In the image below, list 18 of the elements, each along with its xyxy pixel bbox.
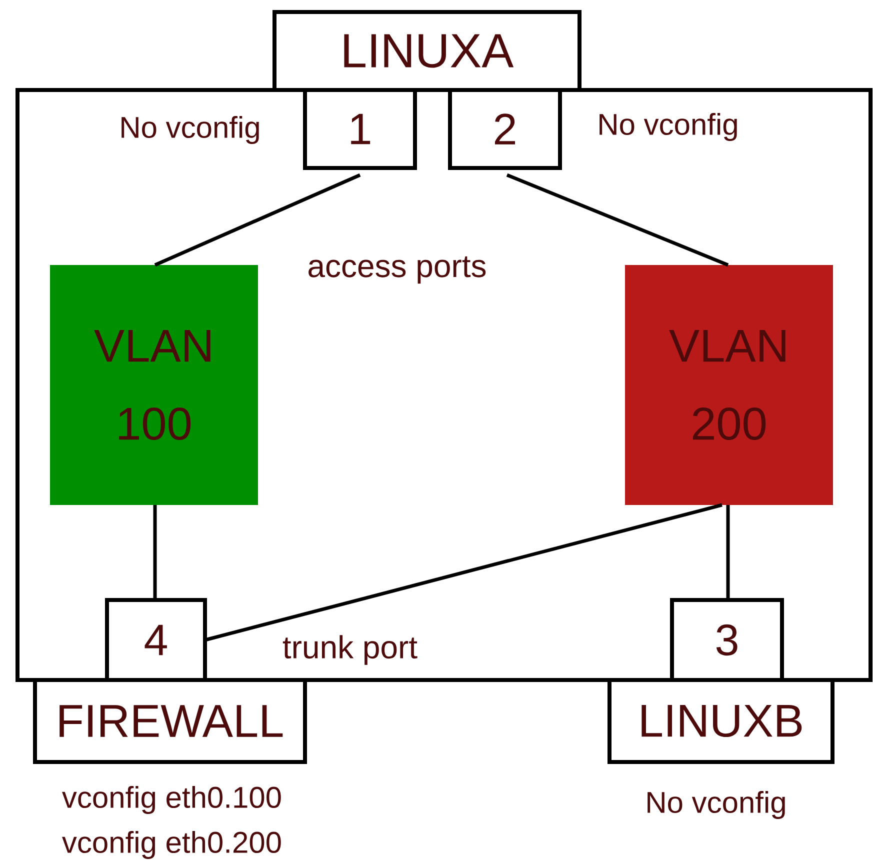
vlan-box: VLAN 100 — [50, 265, 258, 505]
connector-line — [726, 505, 730, 600]
note-text: No vconfig — [600, 113, 737, 141]
note-text: vconfig eth0.100 — [62, 786, 281, 814]
note-text: No vconfig — [648, 791, 785, 819]
vlan-box: VLAN 200 — [625, 265, 833, 505]
port-label: trunk port — [282, 635, 418, 665]
note-text: No vconfig — [122, 116, 259, 144]
connector-line — [154, 173, 361, 267]
port-box: 2 — [448, 88, 562, 170]
port-box: 3 — [670, 598, 784, 682]
connector-line — [506, 173, 729, 267]
port-box: 4 — [105, 598, 207, 682]
connector-line — [204, 503, 722, 642]
port-label: access ports — [308, 256, 486, 284]
connector-line — [153, 505, 157, 600]
note-text: vconfig eth0.200 — [62, 831, 281, 859]
port-box: 1 — [303, 88, 417, 170]
